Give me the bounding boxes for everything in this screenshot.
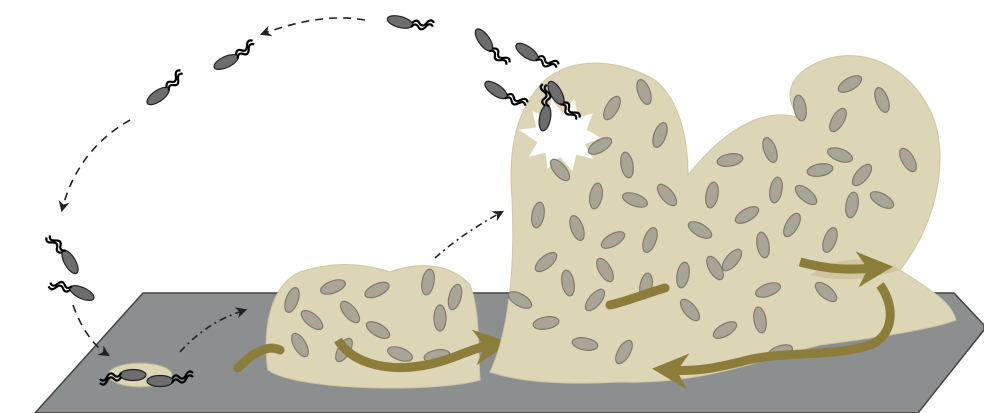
dash-dot-arrow-icon	[435, 212, 502, 258]
bacterium-icon	[210, 39, 258, 72]
dashed-path-arrow-icon	[62, 120, 130, 210]
bacterium-icon	[45, 231, 81, 278]
dashed-path-arrow-icon	[262, 18, 365, 34]
bacterium-icon	[386, 9, 434, 35]
bacterium-icon	[48, 274, 96, 307]
bacterium-icon	[482, 75, 528, 114]
microcolony-icon	[266, 265, 480, 389]
bacterium-icon	[513, 37, 559, 76]
bacterium-icon	[472, 24, 511, 70]
bacterium-icon	[142, 69, 188, 108]
